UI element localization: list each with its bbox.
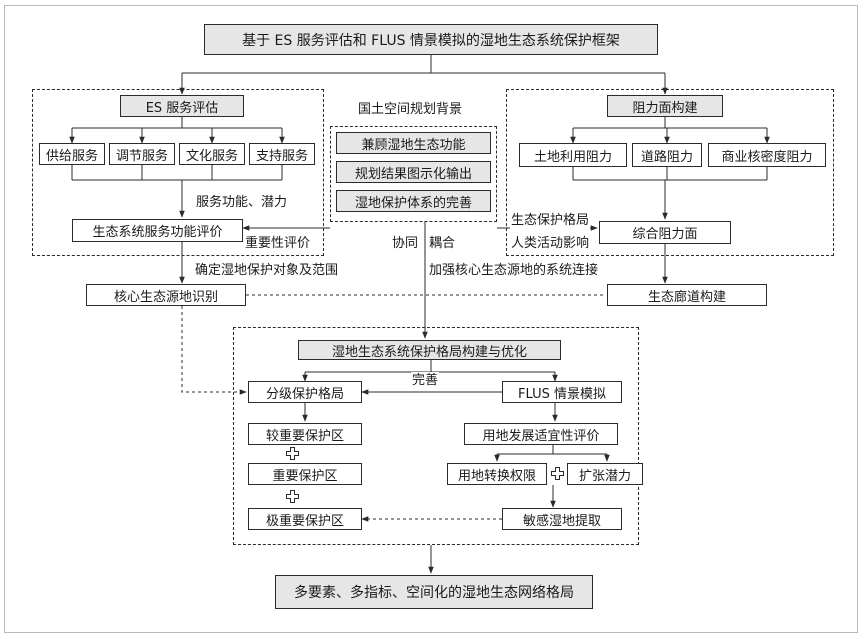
zone-extremely-important: 极重要保护区 bbox=[248, 508, 362, 530]
support-service: 支持服务 bbox=[249, 143, 315, 165]
flus-scenario-simulation: FLUS 情景模拟 bbox=[502, 381, 622, 403]
plus-icon bbox=[286, 490, 299, 503]
figure-frame bbox=[4, 5, 858, 633]
result-wetland-network: 多要素、多指标、空间化的湿地生态网络格局 bbox=[275, 575, 593, 609]
ecological-pattern-label: 生态保护格局 bbox=[510, 212, 591, 229]
zone-relatively-important: 较重要保护区 bbox=[248, 423, 362, 445]
collab-label: 协同 bbox=[391, 235, 420, 252]
land-suitability-evaluation: 用地发展适宜性评价 bbox=[464, 423, 618, 445]
background-item-wetland-function: 兼顾湿地生态功能 bbox=[336, 132, 491, 154]
resistance-header: 阻力面构建 bbox=[607, 95, 723, 117]
improve-label: 完善 bbox=[411, 372, 440, 389]
zone-important: 重要保护区 bbox=[248, 463, 362, 485]
composite-resistance-surface: 综合阻力面 bbox=[599, 221, 731, 244]
plus-icon bbox=[551, 467, 564, 480]
framework-title: 基于 ES 服务评估和 FLUS 情景模拟的湿地生态系统保护框架 bbox=[204, 24, 658, 55]
importance-label: 重要性评价 bbox=[244, 235, 312, 252]
background-item-protection-system: 湿地保护体系的完善 bbox=[336, 190, 491, 212]
land-conversion-permission: 用地转换权限 bbox=[447, 463, 547, 485]
human-activity-label: 人类活动影响 bbox=[510, 235, 591, 252]
optimize-title: 湿地生态系统保护格局构建与优化 bbox=[298, 340, 561, 360]
culture-service: 文化服务 bbox=[179, 143, 245, 165]
optimize-group-frame bbox=[233, 327, 639, 545]
function-potential-label: 服务功能、潜力 bbox=[195, 194, 289, 211]
background-title: 国土空间规划背景 bbox=[357, 101, 464, 118]
regulation-service: 调节服务 bbox=[109, 143, 175, 165]
landuse-resistance: 土地利用阻力 bbox=[519, 143, 627, 167]
es-header: ES 服务评估 bbox=[120, 95, 244, 117]
corridor-construction: 生态廊道构建 bbox=[607, 284, 767, 306]
plus-icon bbox=[286, 447, 299, 460]
sensitive-wetland-extraction: 敏感湿地提取 bbox=[502, 508, 622, 530]
strengthen-connection-label: 加强核心生态源地的系统连接 bbox=[428, 262, 600, 279]
ecosystem-service-evaluation: 生态系统服务功能评价 bbox=[72, 219, 243, 242]
coupling-label: 耦合 bbox=[428, 235, 457, 252]
background-item-visual-output: 规划结果图示化输出 bbox=[336, 161, 491, 183]
supply-service: 供给服务 bbox=[39, 143, 105, 165]
road-resistance: 道路阻力 bbox=[632, 143, 702, 167]
background-group-frame bbox=[330, 126, 497, 222]
determine-scope-label: 确定湿地保护对象及范围 bbox=[194, 262, 340, 279]
core-source-identification: 核心生态源地识别 bbox=[86, 284, 246, 306]
es-group-frame bbox=[32, 89, 324, 256]
expansion-potential: 扩张潜力 bbox=[567, 463, 643, 485]
grading-protection-pattern: 分级保护格局 bbox=[248, 381, 362, 403]
resistance-group-frame bbox=[506, 89, 834, 256]
commercial-density-resistance: 商业核密度阻力 bbox=[708, 143, 826, 167]
